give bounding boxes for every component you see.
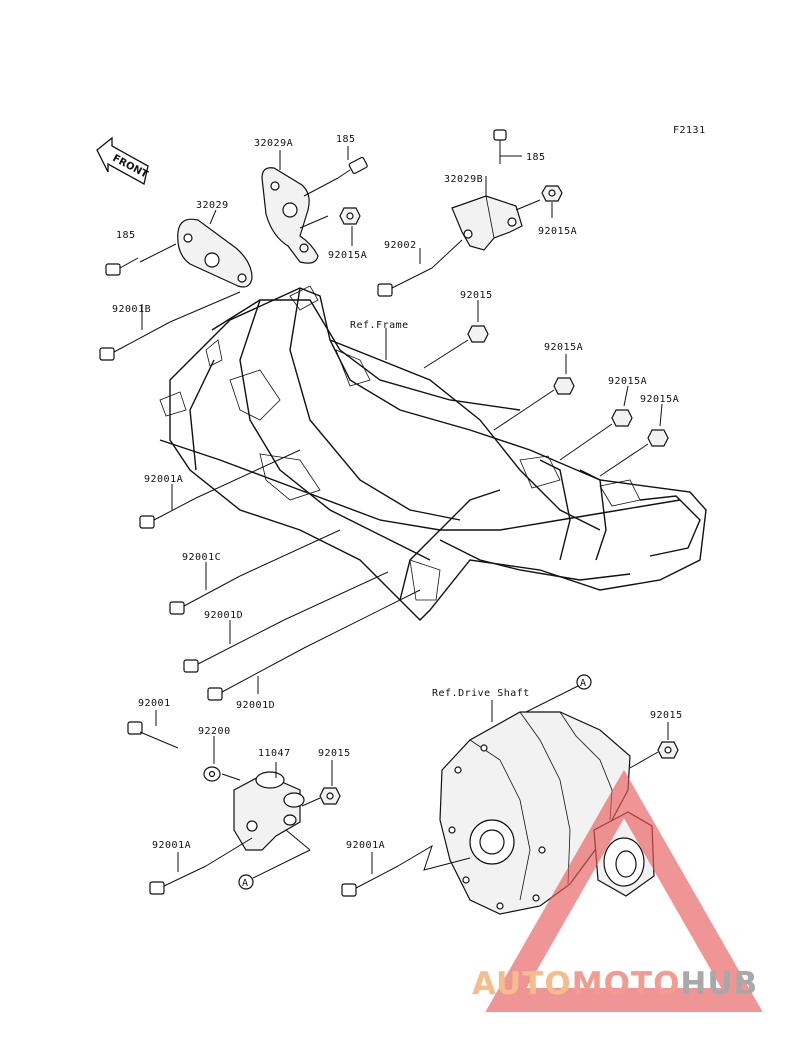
label-92015A-a: 92015A [544,342,583,353]
label-ref-drive-shaft: Ref.Drive Shaft [432,688,530,699]
bolt-92001D-lower [207,647,305,701]
label-92015A-top: 92015A [328,250,367,261]
label-92002: 92002 [384,240,417,251]
nut-92015-left [301,760,341,807]
ref-circle-a-upper: A [491,674,592,722]
bolt-92001A-lower-right [341,844,471,897]
ref-circle-a-lower: A [238,829,311,890]
bracket-32029 [177,218,253,288]
bolt-185-right [493,129,507,164]
circle-a-label-upper: A [580,678,587,689]
bolt-92001C [169,575,241,615]
bolt-92002 [377,267,433,297]
label-92001B: 92001B [112,304,151,315]
nut-92015-mid [467,325,489,343]
bracket-32029B [451,195,523,251]
label-92015-left: 92015 [318,748,351,759]
label-92015-right: 92015 [650,710,683,721]
label-185-left: 185 [116,230,136,241]
label-92001D-lower: 92001D [236,700,275,711]
nut-92015A-top [339,207,361,225]
label-92001: 92001 [138,698,171,709]
bolt-92001A-lower-left [149,837,253,895]
label-185-right: 185 [526,152,546,163]
ref-frame-drawing [159,285,707,621]
bolt-185-left [105,257,139,276]
diagram-code: F2131 [673,125,706,136]
bolt-92001 [127,710,179,749]
nut-92015A-a [553,377,575,395]
front-arrow-icon: FRONT [96,136,150,185]
bolt-92001A-upper [139,497,197,529]
bracket-32029A [261,167,319,264]
nut-92015A-right [541,185,563,202]
mount-11047 [233,762,305,851]
watermark-triangle-icon [485,769,763,1012]
label-185-top: 185 [336,134,356,145]
bolt-92001B [99,321,171,361]
watermark-text: AUTOMOTOHUB [472,966,758,1002]
nut-92015-right [629,722,679,769]
label-32029: 32029 [196,200,229,211]
leader-lines [139,146,663,694]
label-92015-mid: 92015 [460,290,493,301]
watermark-logo: AUTOMOTOHUB [472,769,763,1012]
label-92200: 92200 [198,726,231,737]
bolt-92001D-upper [183,619,285,673]
label-11047: 11047 [258,748,291,759]
washer-92200 [203,736,241,782]
label-92001D-upper: 92001D [204,610,243,621]
bolt-185-top [337,156,368,179]
label-92001A-upper: 92001A [144,474,183,485]
label-92001C: 92001C [182,552,221,563]
label-92001A-lower-left: 92001A [152,840,191,851]
circle-a-label-lower: A [242,878,249,889]
label-32029A: 32029A [254,138,293,149]
label-92015A-b: 92015A [608,376,647,387]
label-32029B: 32029B [444,174,483,185]
nut-92015A-b [611,409,633,427]
label-ref-frame: Ref.Frame [350,320,409,331]
label-92001A-lower-right: 92001A [346,840,385,851]
label-92015A-right: 92015A [538,226,577,237]
nut-92015A-c [647,429,669,447]
label-92015A-c: 92015A [640,394,679,405]
